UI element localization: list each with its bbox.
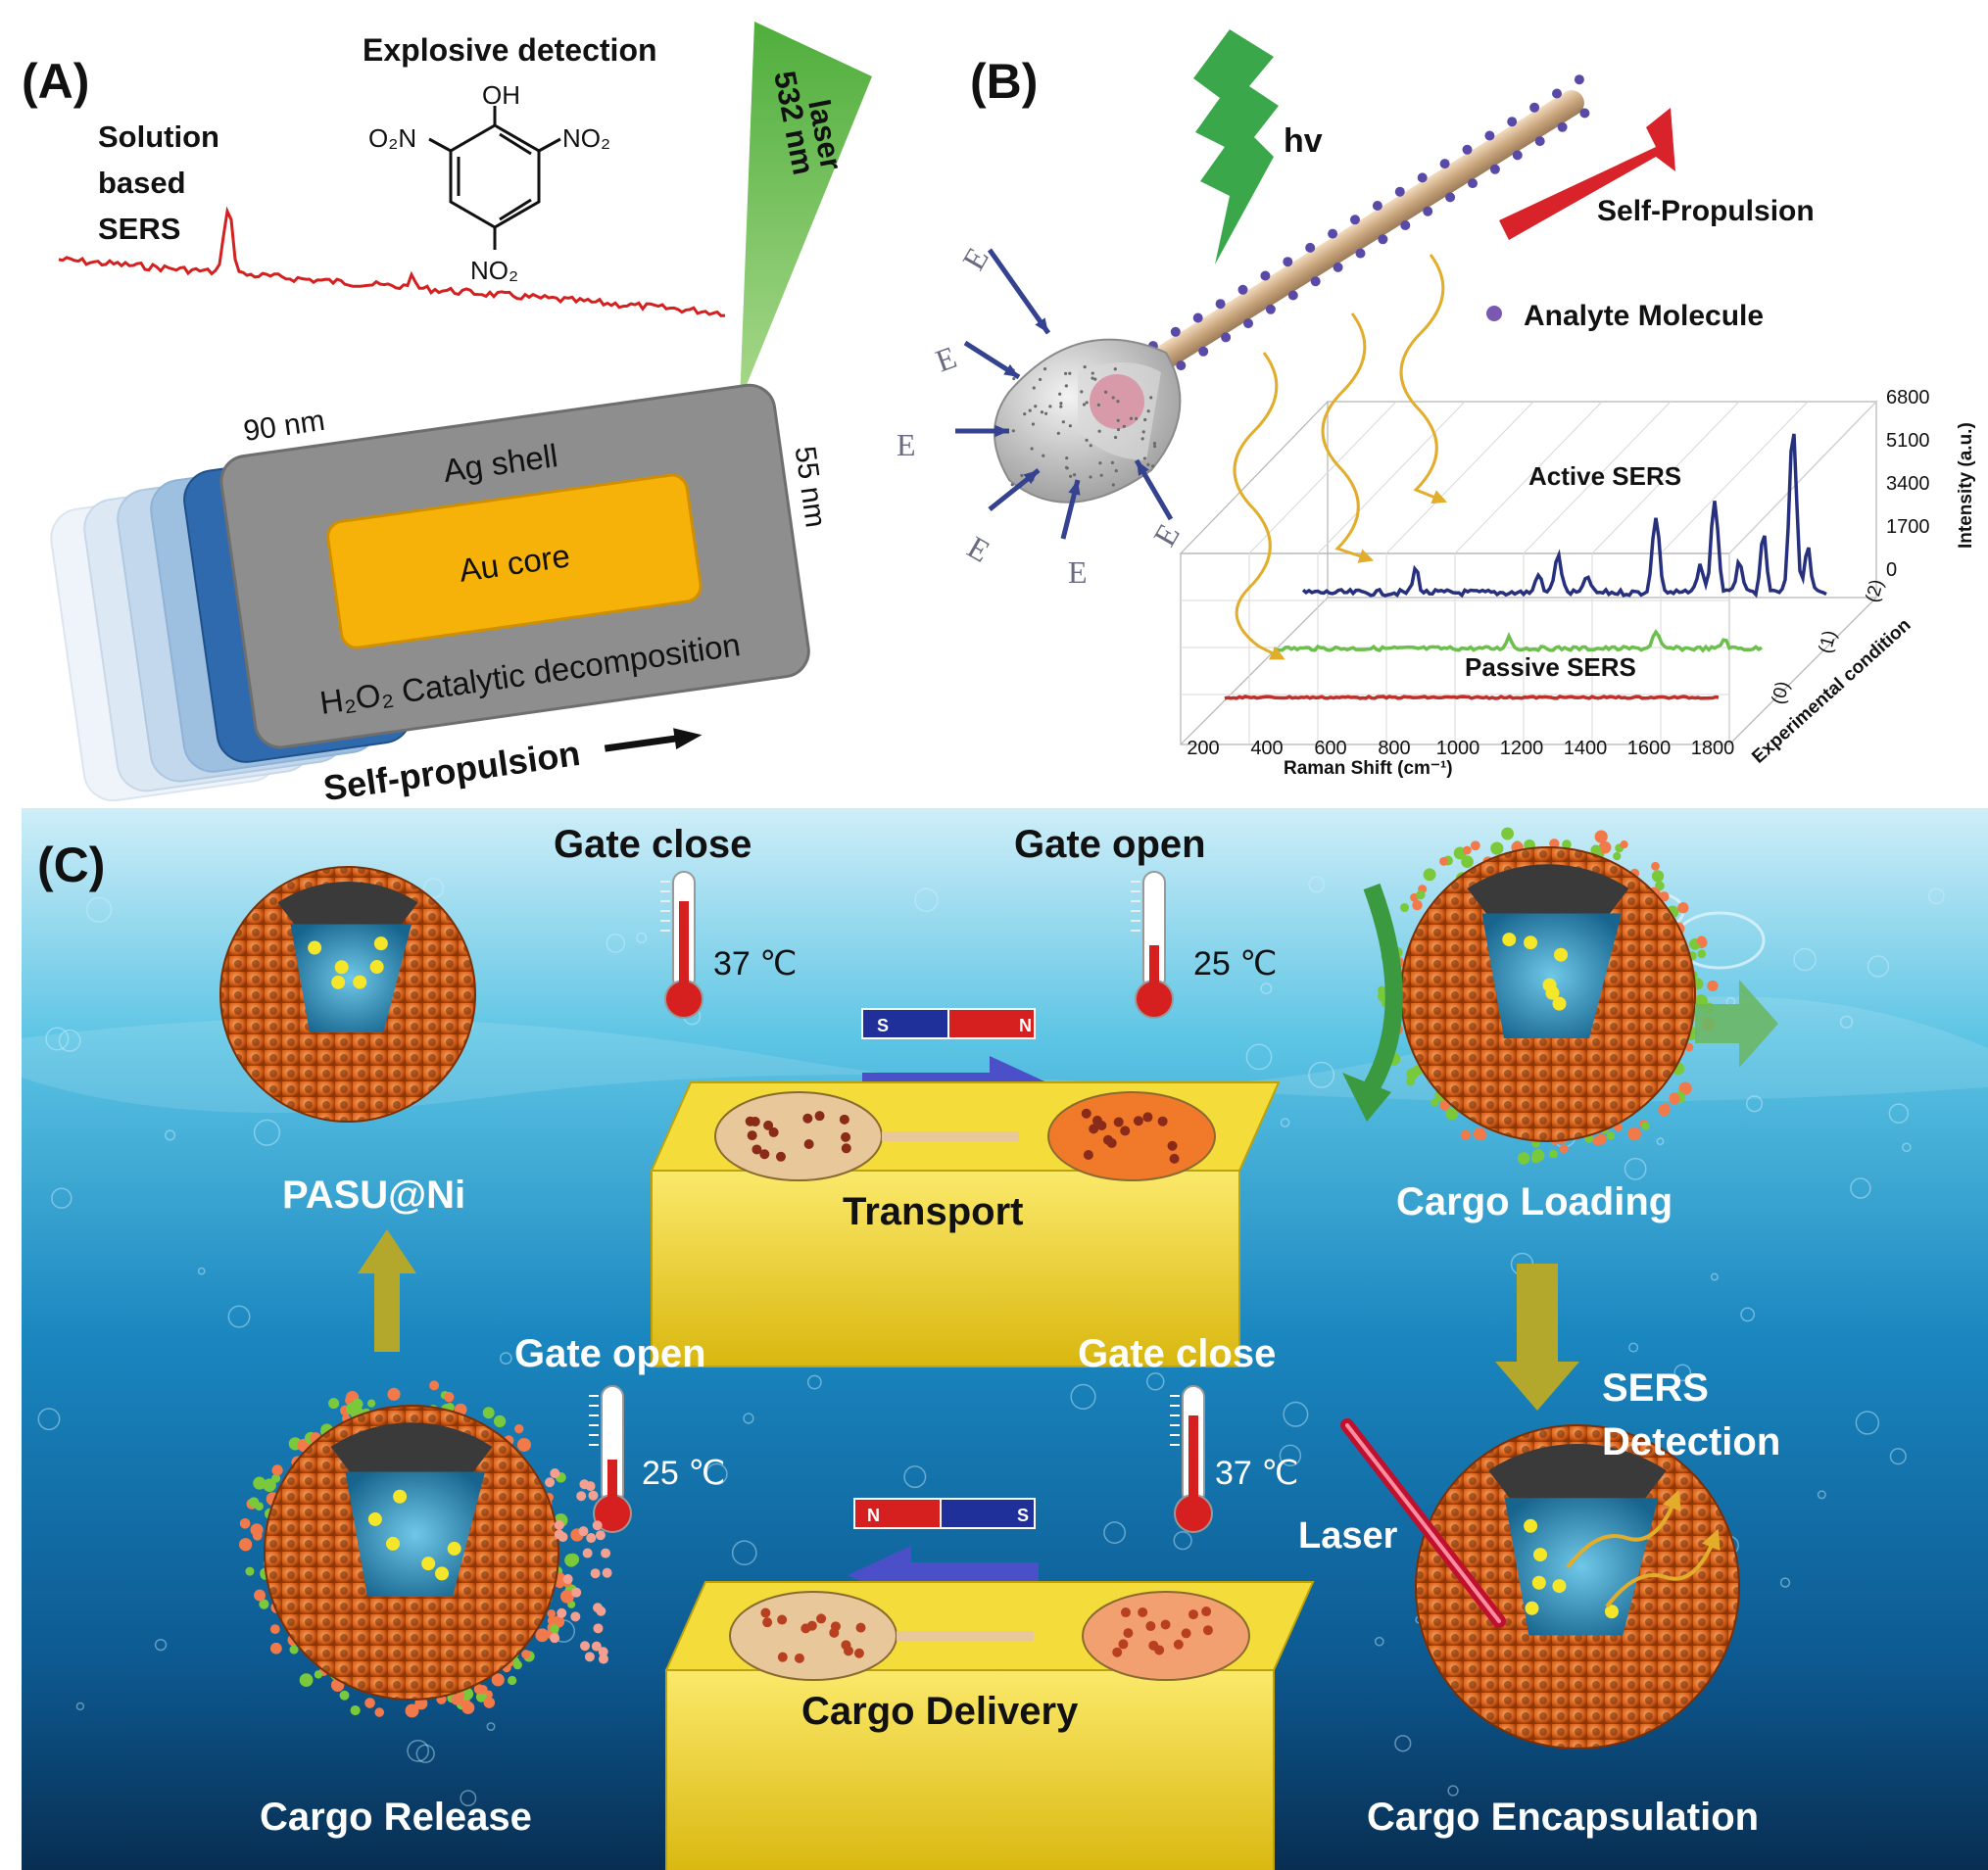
up-arrow: [358, 1229, 416, 1352]
transport-label: Transport: [843, 1190, 1023, 1233]
laser-beam-cone: [740, 22, 872, 402]
solution-label-2: based: [98, 166, 186, 200]
gate-open-mid: Gate open: [514, 1332, 706, 1375]
gate-close-top: Gate close: [554, 823, 752, 866]
cargo-loading-label: Cargo Loading: [1396, 1180, 1673, 1223]
x-axis-title: Raman Shift (cm⁻¹): [1284, 758, 1453, 779]
scattered-photons: [1233, 254, 1447, 660]
analyte-legend-dot: [1486, 306, 1502, 321]
pasu-ni-sphere: [1377, 827, 1719, 1165]
solution-label-1: Solution: [98, 120, 219, 154]
panel-c: (C) Gate close Gate open 37 ℃ 25 ℃ 25 ℃ …: [22, 808, 1988, 1870]
active-sers-spectrum: [1301, 433, 1827, 599]
x-tick-label: 1400: [1564, 738, 1608, 759]
magnet-bottom-right-pole: S: [1017, 1506, 1029, 1525]
analyte-legend-label: Analyte Molecule: [1524, 300, 1764, 332]
no2-bottom-label: NO₂: [470, 256, 518, 285]
panel-a: (A) Explosive detection OH O₂N NO₂ NO₂ S…: [22, 22, 872, 808]
z-tick-label: (2): [1863, 577, 1888, 604]
passive-sers-label: Passive SERS: [1465, 652, 1636, 682]
active-sers-label: Active SERS: [1528, 461, 1681, 491]
x-tick-label: 200: [1187, 738, 1219, 759]
e-field-label: E: [931, 339, 961, 379]
oh-label: OH: [482, 80, 520, 110]
panel-a-label: (A): [22, 54, 89, 109]
motion-trail: Ag shell Au core H₂O₂ Catalytic decompos…: [50, 383, 832, 808]
hv-label: hv: [1284, 122, 1323, 160]
sers-label-1: SERS: [1602, 1367, 1709, 1410]
no2-right-label: NO₂: [562, 123, 610, 153]
laser-label: Laser: [1298, 1515, 1398, 1557]
e-field-label: E: [955, 242, 995, 276]
temp-37-top: 37 ℃: [713, 945, 797, 983]
self-propulsion-arrow: [1499, 108, 1675, 240]
y-tick-label: 6800: [1886, 387, 1930, 408]
pasu-ni-label: PASU@Ni: [282, 1174, 465, 1217]
temp-25-bottom: 25 ℃: [642, 1455, 725, 1492]
light-bolt-icon: [1193, 29, 1279, 264]
propulsion-arrow: [604, 735, 679, 752]
x-tick-label: 400: [1250, 738, 1283, 759]
temp-37-bottom: 37 ℃: [1215, 1455, 1298, 1492]
sers-label-2: Detection: [1602, 1420, 1780, 1463]
x-tick-label: 600: [1314, 738, 1346, 759]
panel-c-label: (C): [37, 838, 105, 892]
picric-acid-structure: [428, 106, 561, 250]
cargo-delivery-label: Cargo Delivery: [801, 1690, 1079, 1733]
gate-close-mid: Gate close: [1078, 1332, 1276, 1375]
thermometers: [589, 871, 1213, 1533]
cargo-encapsulation-label: Cargo Encapsulation: [1367, 1796, 1759, 1839]
pasu-ni-sphere: [1415, 1424, 1740, 1750]
y-tick-label: 1700: [1886, 516, 1930, 538]
passive-sers-spectrum: [1273, 629, 1763, 653]
nanorod: [1115, 90, 1584, 394]
panel-b: (B) hv Self-Propulsion Analyte Molecule …: [897, 29, 1976, 779]
magnet-bottom-left-pole: N: [867, 1506, 880, 1525]
z-tick-label: (1): [1816, 628, 1841, 655]
solution-label-3: SERS: [98, 212, 180, 246]
magnet-top-right-pole: N: [1019, 1016, 1032, 1035]
release-arrow: [1695, 980, 1778, 1068]
y-axis-title: Intensity (a.u.): [1956, 422, 1976, 549]
gate-open-top: Gate open: [1014, 823, 1206, 866]
magnet-top: S N: [861, 1008, 1036, 1039]
self-propulsion-b-label: Self-Propulsion: [1597, 195, 1815, 227]
width-dimension: 90 nm: [241, 405, 326, 448]
y-tick-label: 0: [1886, 559, 1897, 581]
magnet-bottom: N S: [853, 1498, 1036, 1529]
height-dimension: 55 nm: [789, 444, 832, 529]
au-core: [326, 473, 703, 649]
y-tick-label: 5100: [1886, 430, 1930, 452]
temp-25-top: 25 ℃: [1193, 945, 1277, 983]
e-field-label: E: [897, 427, 916, 462]
microfluidic-chip-delivery: [664, 1581, 1315, 1870]
microfluidic-chip-transport: [650, 1081, 1281, 1367]
panel-b-label: (B): [970, 54, 1038, 109]
x-tick-label: 1000: [1436, 738, 1480, 759]
e-field-label: E: [962, 529, 996, 569]
y-axis-ticks: 0 1700 3400 5100 6800: [1886, 387, 1930, 581]
x-tick-label: 1600: [1627, 738, 1672, 759]
solution-sers-spectrum: [58, 206, 726, 317]
sers-scatter-arrows: [1566, 1489, 1721, 1608]
explosive-detection-title: Explosive detection: [363, 32, 657, 68]
x-tick-label: 1200: [1500, 738, 1544, 759]
loading-arrow: [1354, 883, 1403, 1108]
y-tick-label: 3400: [1886, 473, 1930, 495]
pasu-ni-spheres: [219, 827, 1740, 1750]
e-field-label: E: [1146, 518, 1187, 552]
o2n-label: O₂N: [368, 123, 416, 153]
pasu-ni-sphere: [238, 1380, 584, 1718]
x-tick-label: 800: [1378, 738, 1410, 759]
pasu-ni-sphere: [219, 866, 476, 1123]
control-spectrum: [1224, 695, 1720, 700]
x-axis-ticks: 200 400 600 800 1000 1200 1400 1600 1800: [1187, 738, 1734, 759]
down-arrow: [1495, 1264, 1579, 1411]
e-field-label: E: [1068, 554, 1088, 590]
cargo-release-label: Cargo Release: [260, 1796, 532, 1839]
magnet-top-left-pole: S: [877, 1016, 889, 1035]
x-tick-label: 1800: [1691, 738, 1735, 759]
